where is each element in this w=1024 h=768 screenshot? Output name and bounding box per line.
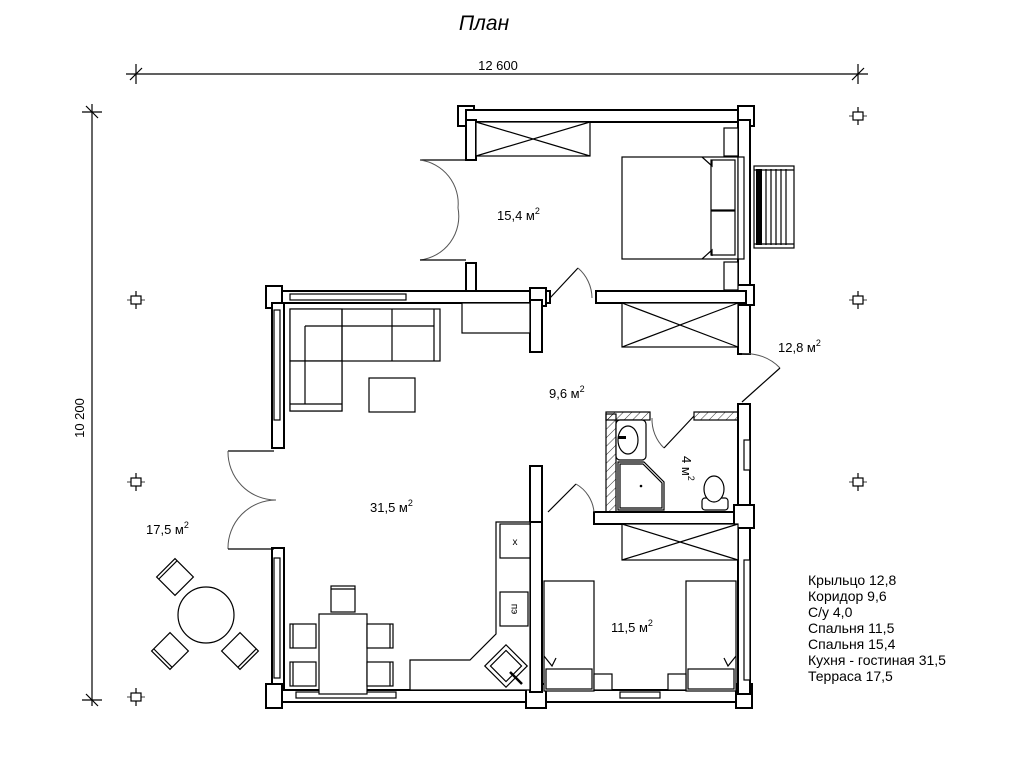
- column-marker: [849, 291, 867, 309]
- column-marker: [127, 688, 145, 706]
- kitchen-counter: х пэ: [409, 521, 531, 691]
- door-bedroom-upper: [419, 159, 466, 261]
- single-bed-right: [667, 580, 737, 692]
- legend-item-porch: Крыльцо 12,8: [808, 572, 897, 588]
- door-terrace: [227, 450, 277, 550]
- walls: [265, 105, 755, 709]
- wardrobe-small-bedroom: [621, 523, 739, 561]
- door-corridor-bedroom: [549, 267, 593, 299]
- legend-item-bathroom: С/у 4,0: [808, 604, 853, 620]
- dining-set: [289, 585, 394, 695]
- double-bed: [621, 127, 745, 291]
- room-area-bedroom-small: 11,5 м2: [611, 618, 653, 635]
- doors: [227, 159, 781, 550]
- room-area-terrace: 17,5 м2: [146, 520, 189, 537]
- door-bathroom: [651, 415, 695, 449]
- legend-item-bedroom-small: Спальня 11,5: [808, 620, 895, 636]
- stove-mark: пэ: [508, 604, 519, 615]
- plan-title: План: [459, 12, 510, 35]
- stove: [499, 591, 529, 627]
- fridge: [499, 523, 531, 559]
- single-bed-left: [543, 580, 613, 692]
- column-marker: [849, 107, 867, 125]
- room-area-corridor: 9,6 м2: [549, 384, 585, 401]
- corner-sofa: [289, 308, 441, 412]
- wardrobe-upper: [475, 121, 591, 157]
- area-legend: Крыльцо 12,8 Коридор 9,6 С/у 4,0 Спальня…: [808, 572, 946, 684]
- room-area-bedroom-large: 15,4 м2: [497, 206, 540, 223]
- wardrobe-corridor: [621, 302, 739, 348]
- bathroom-fixtures: [615, 419, 729, 511]
- column-marker: [849, 473, 867, 491]
- column-marker: [127, 473, 145, 491]
- width-dimension: 12 600: [126, 58, 868, 84]
- porch-steps: [753, 165, 795, 249]
- column-markers: [127, 107, 867, 706]
- legend-item-corridor: Коридор 9,6: [808, 588, 887, 604]
- column-marker: [127, 291, 145, 309]
- legend-item-bedroom-large: Спальня 15,4: [808, 636, 896, 652]
- corridor-shelf: [461, 302, 531, 334]
- room-area-living-kitchen: 31,5 м2: [370, 498, 413, 515]
- coffee-table: [368, 377, 416, 413]
- width-label: 12 600: [478, 58, 518, 73]
- door-bedroom-small: [547, 483, 595, 513]
- legend-item-kitchen-living: Кухня - гостиная 31,5: [808, 652, 946, 668]
- height-label: 10 200: [72, 398, 87, 438]
- legend-item-terrace: Терраса 17,5: [808, 668, 893, 684]
- height-dimension: 10 200: [72, 104, 102, 707]
- toilet: [701, 475, 729, 511]
- sink: [615, 419, 647, 461]
- room-area-bathroom: 4 м2: [679, 456, 696, 481]
- kitchen-sink: [483, 643, 529, 689]
- terrace-table-set: [150, 557, 260, 671]
- room-area-porch: 12,8 м2: [778, 338, 821, 355]
- fridge-mark: х: [513, 537, 518, 548]
- door-porch: [741, 353, 781, 403]
